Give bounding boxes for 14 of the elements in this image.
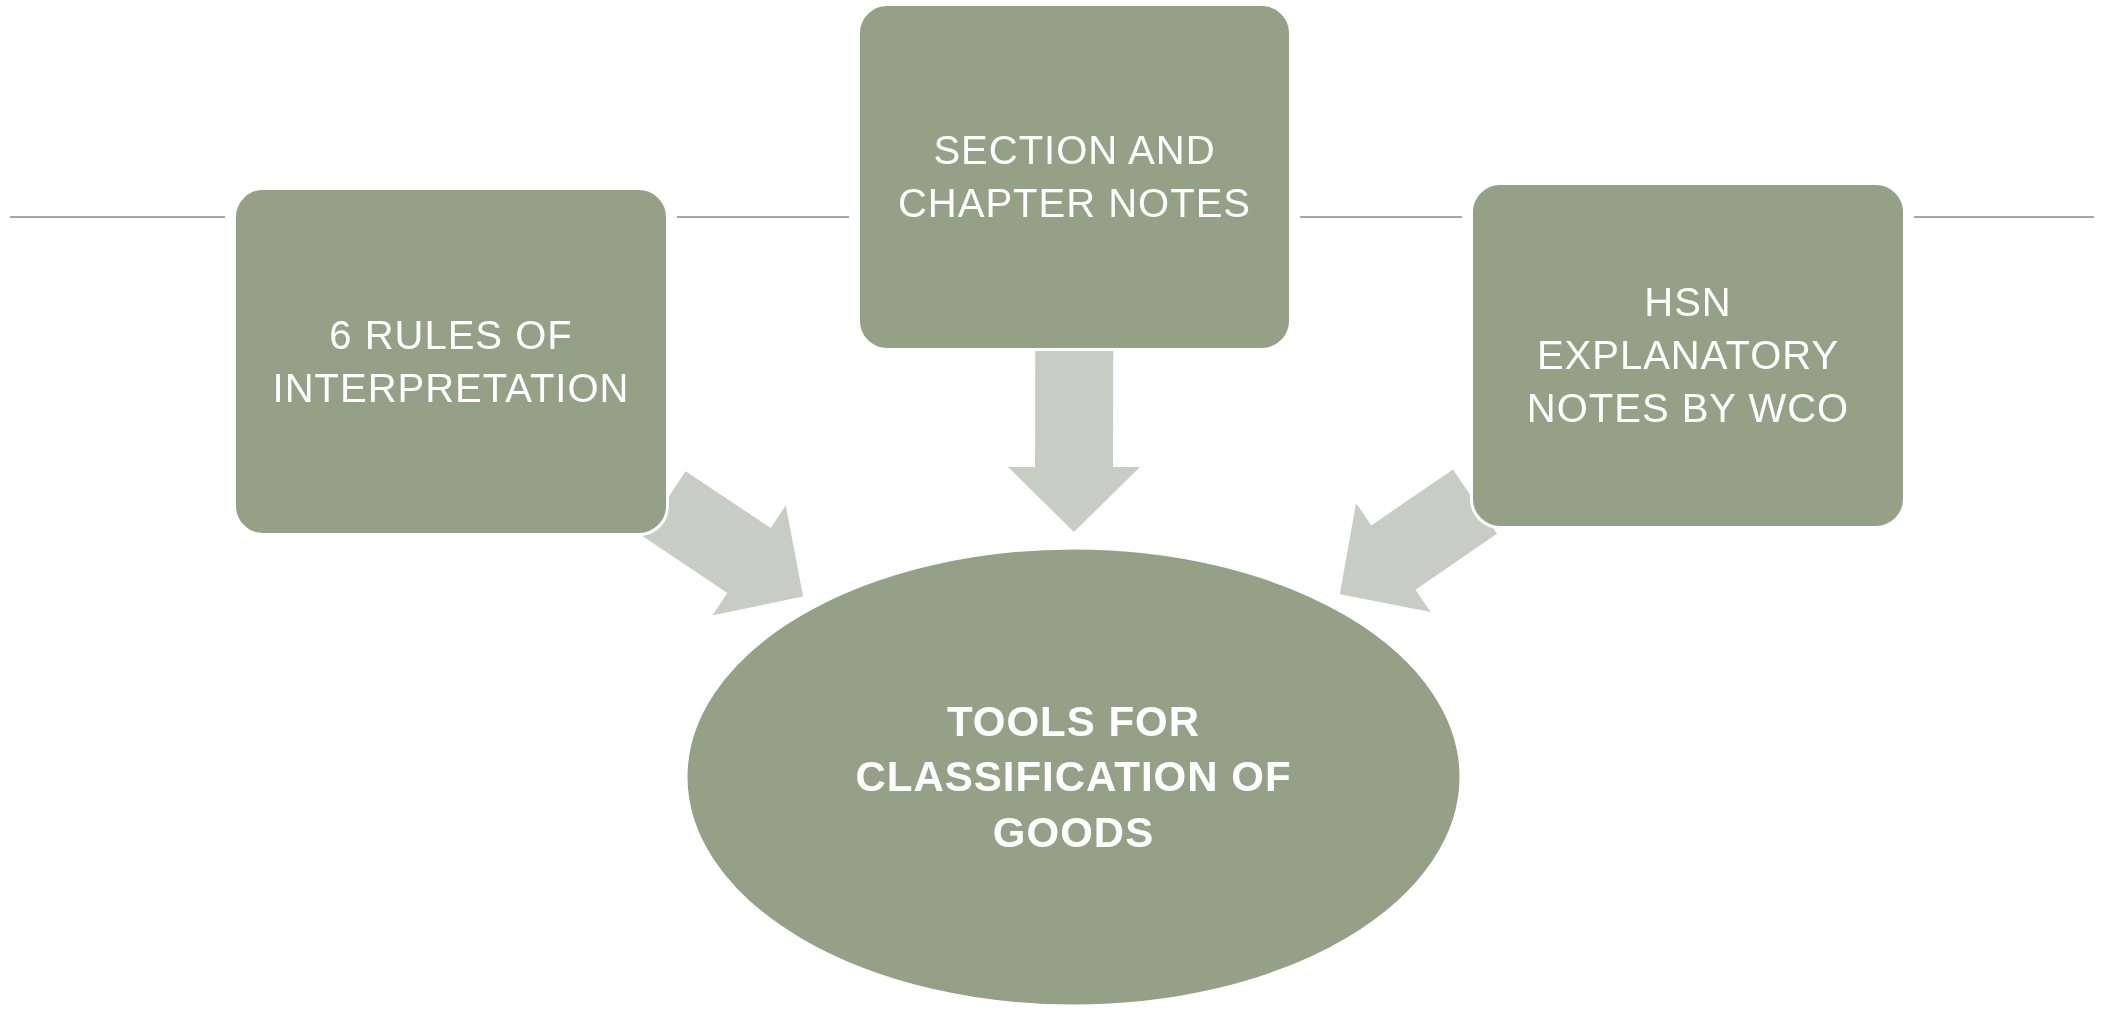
rounded-box bbox=[857, 3, 1292, 351]
connector-line bbox=[9, 216, 226, 218]
node-label: SECTION AND CHAPTER NOTES bbox=[896, 127, 1252, 227]
node-label: 6 RULES OF INTERPRETATION bbox=[271, 311, 631, 412]
rounded-box bbox=[1470, 182, 1906, 529]
node-label: HSN EXPLANATORY NOTES BY WCO bbox=[1525, 279, 1851, 432]
connector-line bbox=[1913, 216, 2095, 218]
block-arrow bbox=[1339, 469, 1497, 612]
ellipse-node bbox=[684, 546, 1463, 1008]
block-arrow bbox=[642, 471, 804, 616]
connector-line bbox=[1299, 216, 1463, 218]
connector-line bbox=[676, 216, 850, 218]
node-label: TOOLS FOR CLASSIFICATION OF GOODS bbox=[854, 696, 1293, 858]
rounded-box bbox=[233, 187, 669, 536]
